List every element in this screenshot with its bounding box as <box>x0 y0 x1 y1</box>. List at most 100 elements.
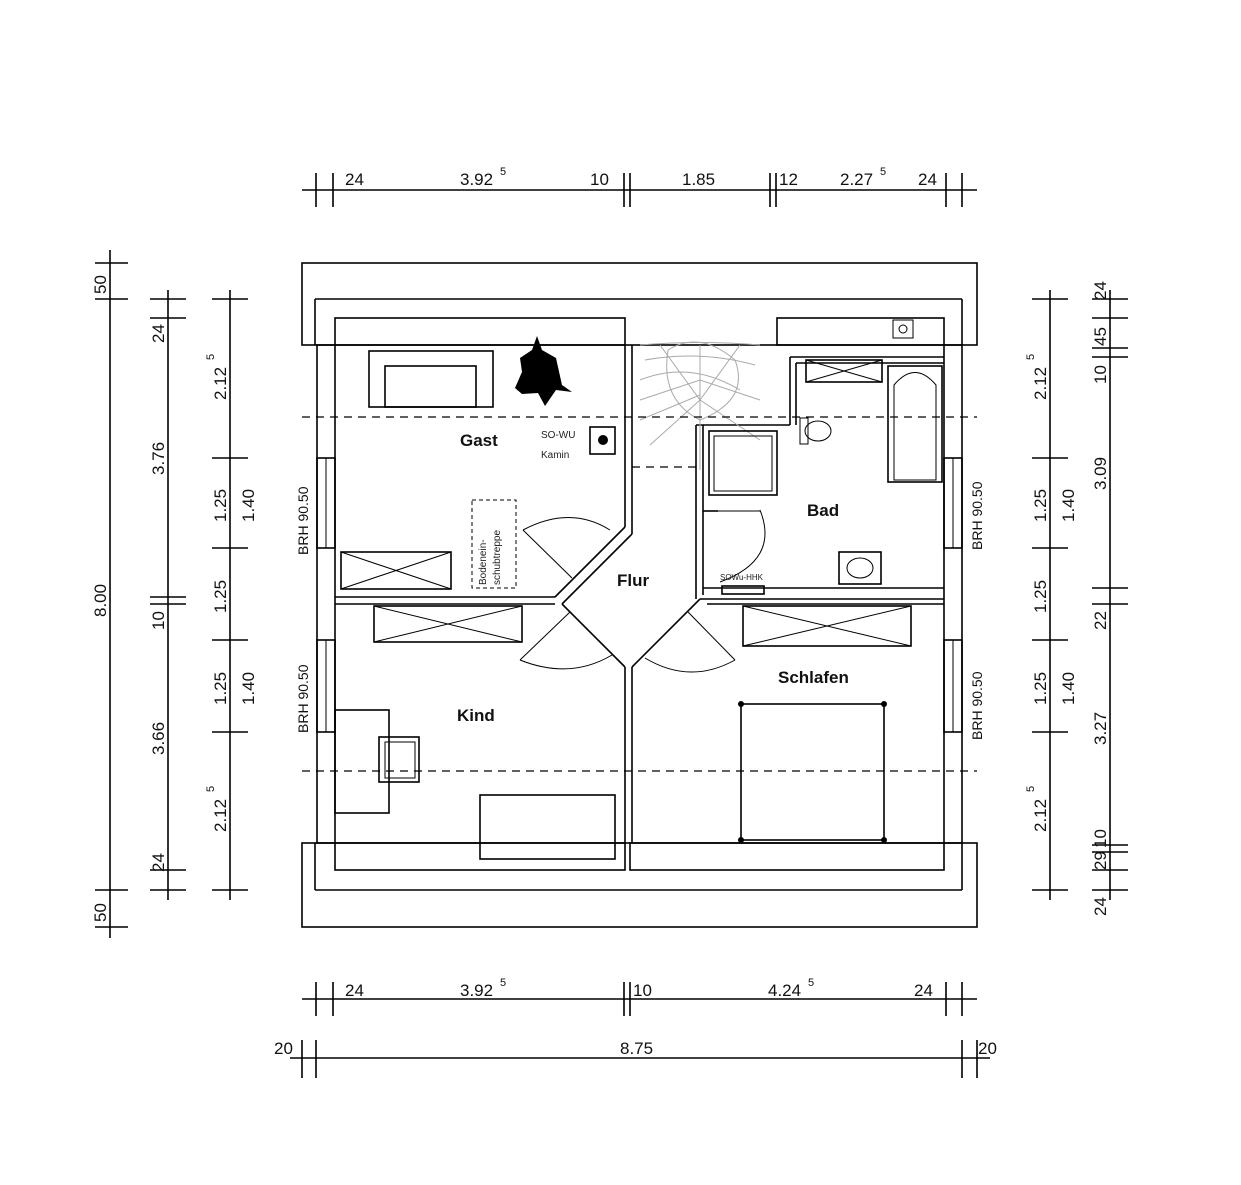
wall-left <box>316 344 336 844</box>
brh-right-top: BRH 90.50 <box>969 481 985 550</box>
dimension-label: 10 <box>633 981 652 1000</box>
desk <box>334 709 390 814</box>
brh-left-top: BRH 90.50 <box>295 486 311 555</box>
dimension-label: 1.25 <box>1031 580 1050 613</box>
dimension-label: 20 <box>978 1039 997 1058</box>
hatch-label-2: schubtreppe <box>492 530 503 585</box>
dimension-label: 3.09 <box>1091 457 1110 490</box>
staircase <box>632 341 761 470</box>
bed-kind <box>479 794 616 860</box>
dimension-label: 10 <box>149 611 168 630</box>
dimension-label: 24 <box>149 324 168 343</box>
dimension-label: 8.75 <box>620 1039 653 1058</box>
kamin-label-1: SO-WU <box>541 430 575 441</box>
dimension-label: 24 <box>149 853 168 872</box>
dimension-label: 3.92 <box>460 981 493 1000</box>
dimension-label: 5 <box>1025 786 1037 792</box>
dimension-right-inner: 2.12 5 1.25 1.40 1.25 1.25 1.40 2.12 5 <box>1025 290 1078 900</box>
dimension-label: 50 <box>91 275 110 294</box>
door-kind <box>519 611 613 670</box>
room-label-schlafen: Schlafen <box>778 668 849 687</box>
dimension-label: 3.27 <box>1091 712 1110 745</box>
door-bad <box>718 509 766 583</box>
door-schlafen <box>644 611 736 673</box>
dimension-label: 2.27 <box>840 170 873 189</box>
dimension-label: 1.25 <box>1031 672 1050 705</box>
dimension-label: 24 <box>918 170 937 189</box>
dimension-label: 24 <box>1091 281 1110 300</box>
brh-left-bottom: BRH 90.50 <box>295 664 311 733</box>
sink <box>838 551 882 585</box>
dimension-bottom: 24 3.92 5 10 4.24 5 24 <box>302 977 977 1016</box>
sofa <box>368 350 494 408</box>
dimension-label: 45 <box>1091 327 1110 346</box>
hatch-label-1: Bodenein- <box>478 539 489 585</box>
dimension-label: 5 <box>808 977 814 989</box>
room-label-gast: Gast <box>460 431 498 450</box>
boiler <box>721 585 765 595</box>
dimension-label: 2.12 <box>211 799 230 832</box>
toilet <box>799 417 832 445</box>
wall-right <box>943 344 963 844</box>
dimension-label: 3.76 <box>149 442 168 475</box>
dimension-label: 2.12 <box>1031 799 1050 832</box>
dimension-label: 3.66 <box>149 722 168 755</box>
chair <box>378 736 420 783</box>
dimension-label: 2.12 <box>1031 367 1050 400</box>
roof-window-bad <box>805 359 883 383</box>
dimension-label: 10 <box>590 170 609 189</box>
dimension-label: 1.85 <box>682 170 715 189</box>
dimension-label: 1.40 <box>1059 489 1078 522</box>
dimension-left-outer: 50 8.00 50 <box>91 250 128 938</box>
fireplace <box>589 426 616 455</box>
kamin-label-2: Kamin <box>541 450 569 461</box>
dimension-label: 5 <box>880 166 886 178</box>
vent-icon <box>892 319 914 339</box>
dimension-label: 24 <box>1091 897 1110 916</box>
dimension-right-outer: 24 45 10 3.09 22 3.27 29 10 24 <box>1091 281 1128 916</box>
dimension-label: 1.25 <box>211 489 230 522</box>
dimension-label: 24 <box>914 981 933 1000</box>
dimension-left-inner: 2.125 1.25 1.40 1.25 1.25 1.40 2.125 <box>205 290 258 900</box>
door-gast <box>522 517 611 579</box>
dimension-label: 1.25 <box>211 672 230 705</box>
roof-window-kind <box>373 605 523 643</box>
dimension-label: 1.40 <box>1059 672 1078 705</box>
dimension-label: 5 <box>205 786 217 792</box>
room-label-kind: Kind <box>457 706 495 725</box>
dimension-label: 50 <box>91 903 110 922</box>
bed-schlafen <box>738 701 887 843</box>
dimension-label: 29 <box>1091 851 1110 870</box>
room-label-bad: Bad <box>807 501 839 520</box>
dimension-label: 4.24 <box>768 981 801 1000</box>
dimension-label: 20 <box>274 1039 293 1058</box>
roof-window-schlafen <box>742 605 912 647</box>
dimension-total: 20 8.75 20 <box>274 1039 997 1078</box>
heater-label: SOWu-HHK <box>720 573 764 582</box>
shower <box>708 430 778 496</box>
dimension-label: 1.25 <box>1031 489 1050 522</box>
dimension-label: 5 <box>1025 354 1037 360</box>
dimension-label: 3.92 <box>460 170 493 189</box>
brh-right-bottom: BRH 90.50 <box>969 671 985 740</box>
dimension-label: 8.00 <box>91 584 110 617</box>
dimension-label: 24 <box>345 170 364 189</box>
dimension-label: 2.12 <box>211 367 230 400</box>
bathtub <box>887 365 943 483</box>
dimension-label: 22 <box>1091 611 1110 630</box>
attic-hatch <box>471 499 517 589</box>
dimension-label: 1.40 <box>239 489 258 522</box>
dimension-label: 24 <box>345 981 364 1000</box>
dimension-label: 10 <box>1091 365 1110 384</box>
roof-window-gast <box>340 551 452 590</box>
dimension-label: 10 <box>1091 829 1110 848</box>
dimension-label: 5 <box>500 977 506 989</box>
dimension-label: 12 <box>779 170 798 189</box>
dimension-left-mid: 24 3.76 10 3.66 24 <box>149 290 186 900</box>
plant-icon <box>515 336 572 406</box>
roof-bottom <box>301 842 978 928</box>
dimension-label: 5 <box>205 354 217 360</box>
room-label-flur: Flur <box>617 571 649 590</box>
